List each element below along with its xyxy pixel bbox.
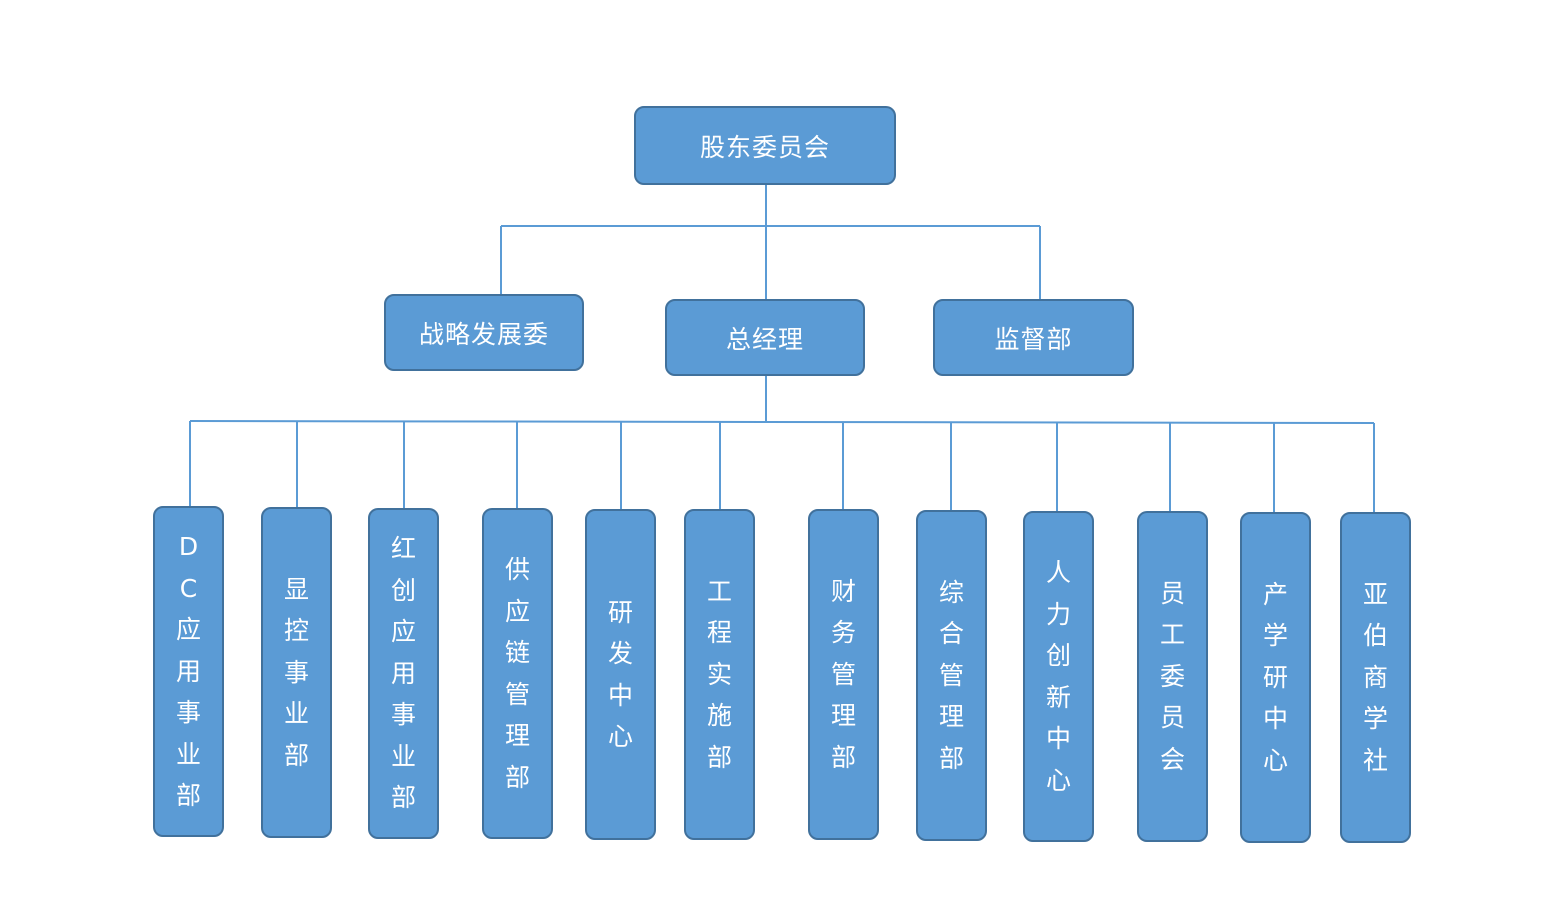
dept-label: 财务管理部: [830, 576, 856, 772]
node-label: 战略发展委: [418, 319, 549, 349]
dept-hr-innovation[interactable]: 人力创新中心: [1023, 511, 1094, 842]
dept-yabo-business-school[interactable]: 亚伯商学社: [1340, 512, 1411, 843]
dept-general-admin[interactable]: 综合管理部: [916, 510, 987, 841]
dept-industry-academia[interactable]: 产学研中心: [1240, 512, 1311, 843]
connector-dept-bar: [189, 420, 1375, 424]
node-label: 监督部: [994, 324, 1073, 354]
node-shareholders-committee[interactable]: 股东委员会: [634, 106, 896, 185]
dept-label: 产学研中心: [1262, 579, 1288, 775]
dept-label: 综合管理部: [938, 577, 964, 773]
dept-engineering[interactable]: 工程实施部: [684, 509, 755, 840]
dept-label: 亚伯商学社: [1362, 579, 1388, 775]
dept-label: 人力创新中心: [1045, 558, 1071, 795]
node-strategy-committee[interactable]: 战略发展委: [384, 294, 584, 371]
dept-label: 研发中心: [607, 597, 633, 752]
dept-dc-application[interactable]: DC应用事业部: [153, 506, 224, 837]
dept-label: DC应用事业部: [175, 532, 201, 811]
dept-supply-chain[interactable]: 供应链管理部: [482, 508, 553, 839]
node-supervision-dept[interactable]: 监督部: [933, 299, 1134, 376]
node-label: 股东委员会: [699, 132, 830, 162]
dept-label: 显控事业部: [283, 574, 309, 770]
dept-label: 供应链管理部: [504, 555, 530, 792]
node-general-manager[interactable]: 总经理: [665, 299, 865, 376]
dept-hongchuang-application[interactable]: 红创应用事业部: [368, 508, 439, 839]
dept-staff-committee[interactable]: 员工委员会: [1137, 511, 1208, 842]
dept-label: 工程实施部: [706, 576, 732, 772]
node-label: 总经理: [725, 324, 804, 354]
dept-finance[interactable]: 财务管理部: [808, 509, 879, 840]
dept-display-control[interactable]: 显控事业部: [261, 507, 332, 838]
dept-label: 员工委员会: [1159, 578, 1185, 774]
dept-label: 红创应用事业部: [390, 534, 416, 813]
dept-rnd-center[interactable]: 研发中心: [585, 509, 656, 840]
